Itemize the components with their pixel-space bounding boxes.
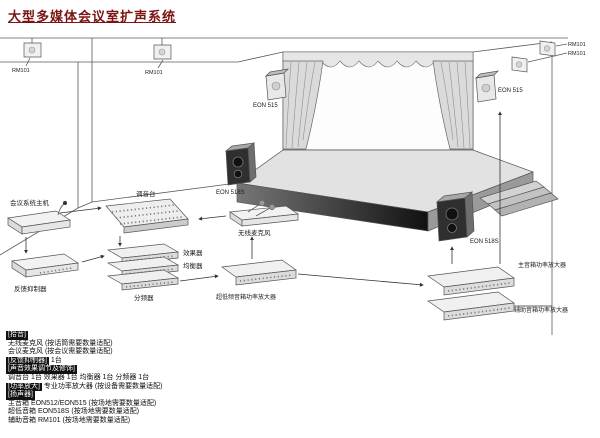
wireless-mic-unit	[229, 199, 299, 227]
note-tag: [扬声器]	[6, 391, 35, 400]
speaker-cone	[28, 46, 36, 54]
effects-rack-stack	[106, 243, 180, 291]
eon518s-label-left: EON 518S	[216, 190, 245, 196]
note-tag: [功率放大]	[6, 382, 42, 392]
eon518s-label-right: EON 518S	[470, 239, 499, 245]
note-line: 调音台 1台 效果器 1台 均衡器 1台 分频器 1台	[6, 374, 163, 383]
equalizer-label: 均衡器	[183, 261, 203, 270]
spec-notes: [拾音] 无线麦克风 (按话筒需要数量适配) 会议麦克风 (按会议需要数量适配)…	[6, 331, 163, 426]
gooseneck-mic-icon	[57, 203, 65, 216]
note-line: 会议麦克风 (按会议需要数量适配)	[6, 348, 163, 357]
microphone-icon	[255, 207, 271, 217]
curtain-left	[282, 60, 324, 150]
note-text: 调音台 1台 效果器 1台 均衡器 1台 分频器 1台	[8, 373, 150, 381]
note-text: 1台	[50, 356, 62, 364]
note-text: 主音箱 EON512/EON515 (按场地需要数量适配)	[8, 399, 157, 407]
mixer-label: 调音台	[136, 189, 156, 198]
sub-amp-unit	[221, 259, 297, 286]
effects-label: 效果器	[183, 248, 203, 257]
note-text	[28, 331, 30, 338]
rm101-label-right-2: RM101	[568, 51, 586, 57]
note-line: 辅助音箱 RM101 (按场地需要数量适配)	[6, 417, 163, 426]
aux-amp-unit	[427, 291, 515, 321]
note-text: 专业功率放大器 (按设备需要数量适配)	[43, 382, 163, 390]
speaker-cone	[271, 81, 281, 91]
speaker-rm101-wall-left	[23, 38, 42, 67]
note-line: 超低音箱 EON518S (按场地需要数量适配)	[6, 408, 163, 417]
mixer-console	[105, 198, 189, 234]
note-tag: [声音效果调节及修饰]	[6, 365, 77, 374]
note-text: 无线麦克风 (按话筒需要数量适配)	[8, 339, 113, 347]
speaker-eon518s-right	[435, 191, 475, 242]
speaker-cone	[445, 207, 459, 221]
note-text: 辅助音箱 RM101 (按场地需要数量适配)	[8, 416, 131, 424]
speaker-rm101-wall-mid	[153, 38, 172, 69]
note-line: [扬声器]	[6, 391, 163, 400]
note-tag: [反馈抑制器]	[6, 356, 49, 366]
note-line: [拾音]	[6, 331, 163, 340]
speaker-cone	[543, 45, 551, 52]
speaker-cone	[515, 61, 523, 68]
note-line: [声音效果调节及修饰]	[6, 365, 163, 374]
sub-amp-label: 超低频音箱功率放大器	[216, 293, 276, 301]
stage-stairs	[479, 180, 559, 217]
signal-connectors	[24, 111, 552, 307]
speaker-cone	[233, 169, 243, 179]
note-text	[35, 391, 37, 398]
speaker-eon515-left	[264, 68, 290, 101]
note-text	[77, 365, 79, 372]
aux-amp-label: 辅助音箱功率放大器	[514, 306, 568, 314]
speaker-eon518s-left	[224, 142, 257, 186]
note-line: [功率放大]专业功率放大器 (按设备需要数量适配)	[6, 382, 163, 392]
main-amp-label: 主音箱功率放大器	[518, 261, 566, 269]
speaker-cone	[232, 156, 244, 168]
eon515-label-left: EON 515	[253, 103, 278, 109]
note-line: 主音箱 EON512/EON515 (按场地需要数量适配)	[6, 400, 163, 409]
rm101-label-left: RM101	[12, 68, 30, 74]
note-tag: [拾音]	[6, 331, 28, 340]
microphone-icon	[268, 203, 276, 211]
gooseneck-mic-icon	[63, 201, 67, 205]
speaker-cone	[158, 48, 166, 56]
note-text: 会议麦克风 (按会议需要数量适配)	[8, 348, 113, 356]
microphone-icon	[258, 199, 266, 207]
conference-host-unit	[7, 201, 71, 235]
feedback-suppressor-unit	[11, 253, 79, 278]
feedback-suppressor-label: 反馈抑制器	[14, 284, 47, 293]
speaker-eon515-right	[474, 70, 500, 103]
diagram-title: 大型多媒体会议室扩声系统	[8, 9, 177, 24]
curtains	[282, 51, 474, 151]
wireless-mic-label: 无线麦克风	[238, 228, 271, 237]
eon515-label-right: EON 515	[498, 88, 523, 94]
curtain-right	[432, 60, 474, 150]
main-amp-unit	[427, 266, 515, 296]
microphone-icon	[247, 203, 261, 213]
rm101-label-mid: RM101	[145, 70, 163, 76]
note-line: 无线麦克风 (按话筒需要数量适配)	[6, 340, 163, 349]
speaker-rm101-right-2	[511, 52, 568, 73]
crossover-label: 分频器	[134, 293, 154, 302]
speaker-cone	[447, 223, 457, 233]
note-line: [反馈抑制器]1台	[6, 356, 163, 366]
speaker-cone	[481, 83, 491, 93]
conference-host-label: 会议系统主机	[10, 198, 50, 207]
note-text: 超低音箱 EON518S (按场地需要数量适配)	[8, 408, 140, 416]
rm101-label-right-1: RM101	[568, 42, 586, 48]
